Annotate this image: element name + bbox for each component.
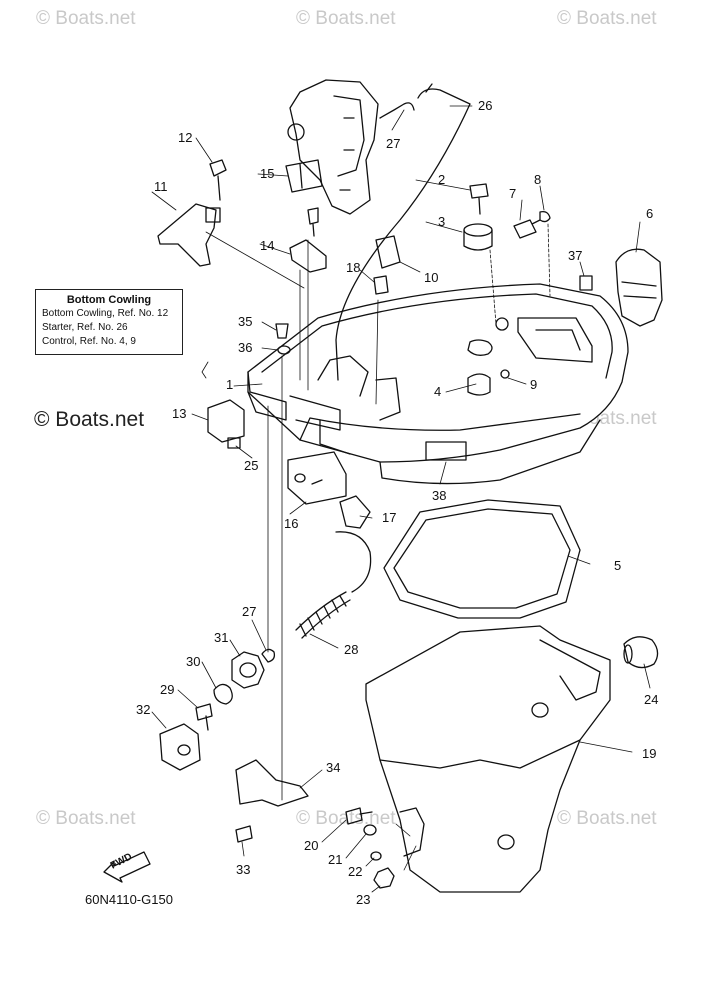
screw-29 xyxy=(195,703,213,731)
diagram-code: 60N4110-G150 xyxy=(85,892,173,907)
callout-33[interactable]: 33 xyxy=(236,862,251,877)
callout-27-top[interactable]: 27 xyxy=(386,136,401,151)
callout-31[interactable]: 31 xyxy=(214,630,229,645)
callout-10[interactable]: 10 xyxy=(424,270,439,285)
bolt-35 xyxy=(275,323,289,339)
corrugated-tube-28 xyxy=(295,531,372,639)
callout-4[interactable]: 4 xyxy=(434,384,442,399)
watermark-top-left: © Boats.net xyxy=(36,8,136,29)
callout-7[interactable]: 7 xyxy=(509,186,517,201)
grommet-10 xyxy=(375,235,401,269)
callout-6[interactable]: 6 xyxy=(646,206,654,221)
callout-30[interactable]: 30 xyxy=(186,654,201,669)
callout-23[interactable]: 23 xyxy=(356,892,371,907)
bracket-6 xyxy=(615,248,663,327)
callout-28[interactable]: 28 xyxy=(344,642,359,657)
callout-27-bottom[interactable]: 27 xyxy=(242,604,257,619)
grommet-18 xyxy=(373,275,389,295)
callout-35[interactable]: 35 xyxy=(238,314,253,329)
callout-8[interactable]: 8 xyxy=(534,172,542,187)
reference-row: Control, Ref. No. 4, 9 xyxy=(42,336,136,347)
callout-21[interactable]: 21 xyxy=(328,852,343,867)
callout-2[interactable]: 2 xyxy=(438,172,446,187)
watermark-top-center: © Boats.net xyxy=(296,8,396,29)
callout-29[interactable]: 29 xyxy=(160,682,175,697)
callout-36[interactable]: 36 xyxy=(238,340,253,355)
callout-9[interactable]: 9 xyxy=(530,377,538,392)
bolt-2 xyxy=(469,183,489,215)
callout-14[interactable]: 14 xyxy=(260,238,275,253)
callout-25[interactable]: 25 xyxy=(244,458,259,473)
callout-37[interactable]: 37 xyxy=(568,248,583,263)
plate-25 xyxy=(227,437,241,449)
callout-24[interactable]: 24 xyxy=(644,692,659,707)
reference-box-title: Bottom Cowling xyxy=(66,294,152,306)
callout-3[interactable]: 3 xyxy=(438,214,446,229)
callout-11[interactable]: 11 xyxy=(154,179,168,194)
bracket-11 xyxy=(157,203,221,267)
bottom-cowling-tray xyxy=(247,283,629,485)
decal-37 xyxy=(579,275,593,291)
callout-20[interactable]: 20 xyxy=(304,838,319,853)
callout-1[interactable]: 1 xyxy=(226,377,234,392)
watermark-bottom-center: © Boats.net xyxy=(296,808,396,829)
bolt-7 xyxy=(513,219,541,239)
washer-22 xyxy=(370,851,382,861)
callout-17[interactable]: 17 xyxy=(382,510,397,525)
grommet-24 xyxy=(623,636,659,669)
watermark-top-right: © Boats.net xyxy=(557,8,657,29)
clip-27-top xyxy=(379,102,415,119)
washer-21 xyxy=(363,824,377,836)
callout-38[interactable]: 38 xyxy=(432,488,447,503)
clip-27-bottom xyxy=(261,648,276,663)
callout-18[interactable]: 18 xyxy=(346,260,361,275)
screw-20 xyxy=(345,807,373,825)
callout-26[interactable]: 26 xyxy=(478,98,493,113)
watermark-bottom-right: © Boats.net xyxy=(557,808,657,829)
starter-housing xyxy=(287,79,379,215)
callout-32[interactable]: 32 xyxy=(136,702,151,717)
holder-15 xyxy=(285,159,323,193)
nut-23 xyxy=(373,867,395,889)
seal-gasket xyxy=(383,499,581,619)
bracket-34 xyxy=(235,759,309,807)
callout-34[interactable]: 34 xyxy=(326,760,341,775)
callout-22[interactable]: 22 xyxy=(348,864,363,879)
reference-row: Starter, Ref. No. 26 xyxy=(42,322,128,333)
callout-19[interactable]: 19 xyxy=(642,746,657,761)
washer-8 xyxy=(539,210,551,223)
callout-15[interactable]: 15 xyxy=(260,166,275,181)
reference-box: Bottom Cowling Bottom Cowling, Ref. No. … xyxy=(35,289,183,355)
fwd-arrow xyxy=(103,851,151,883)
callout-5[interactable]: 5 xyxy=(614,558,622,573)
reference-row: Bottom Cowling, Ref. No. 12 xyxy=(42,308,169,319)
washer-30 xyxy=(213,683,233,705)
callout-16[interactable]: 16 xyxy=(284,516,299,531)
starter-cable-26 xyxy=(335,83,471,381)
bolt-12 xyxy=(209,159,227,201)
switch-panel-16 xyxy=(287,451,347,505)
grommet-3 xyxy=(463,223,493,251)
screw-33 xyxy=(235,825,253,843)
clamp-13 xyxy=(207,399,245,443)
watermark-main: © Boats.net xyxy=(34,408,145,431)
block-32 xyxy=(159,723,201,771)
lower-cowling-shell xyxy=(365,625,611,893)
nut-31 xyxy=(231,651,265,689)
callout-12[interactable]: 12 xyxy=(178,130,193,145)
callout-13[interactable]: 13 xyxy=(172,406,187,421)
plate-14 xyxy=(289,239,327,273)
grommet-17 xyxy=(339,495,371,529)
watermark-bottom-left: © Boats.net xyxy=(36,808,136,829)
leader-lines xyxy=(151,105,651,893)
bolt-15 xyxy=(307,207,319,237)
